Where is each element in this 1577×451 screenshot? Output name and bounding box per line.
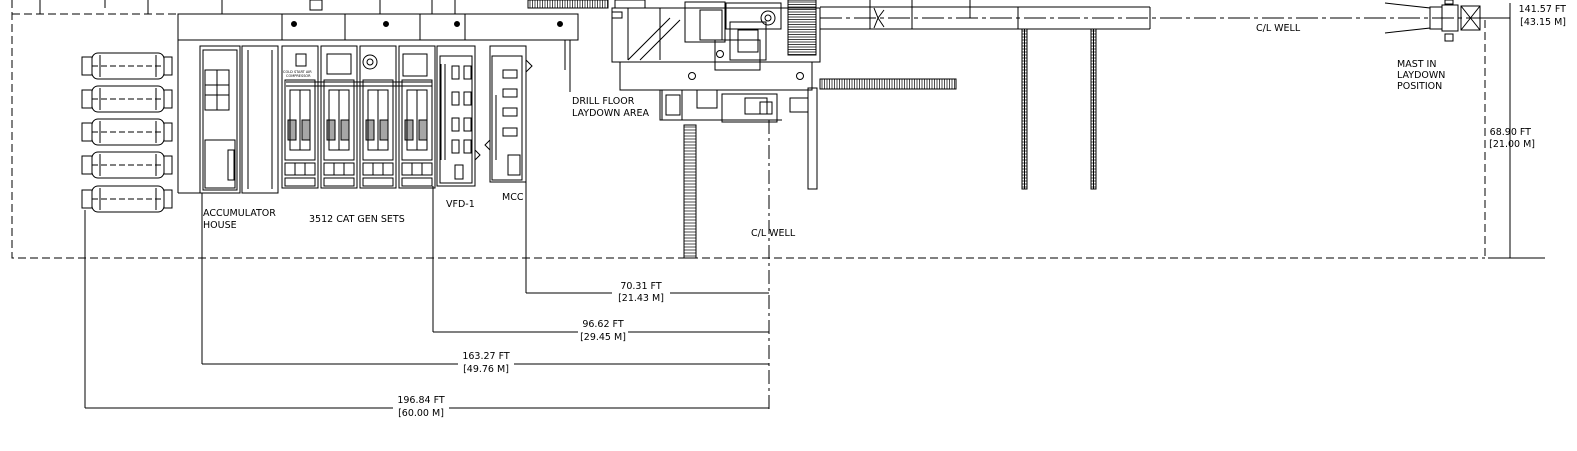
dim-tanks-ft: 196.84 FT xyxy=(397,395,445,406)
dim-mcc-m: [21.43 M] xyxy=(618,293,664,304)
storage-tanks xyxy=(81,52,173,213)
dim-accumulator-m: [49.76 M] xyxy=(463,364,509,375)
gen-set xyxy=(281,45,319,189)
mcc-label: MCC xyxy=(502,192,524,203)
drill-floor-label-line2: LAYDOWN AREA xyxy=(572,108,649,119)
accumulator-house-building xyxy=(199,45,241,194)
site-boundary xyxy=(11,0,1486,259)
vfd-label: VFD-1 xyxy=(446,199,475,210)
mcc-house-building xyxy=(484,45,533,183)
storage-tank xyxy=(81,52,173,80)
dim-tanks-m: [60.00 M] xyxy=(398,408,444,419)
storage-tank xyxy=(81,185,173,213)
dim-accumulator-ft: 163.27 FT xyxy=(462,351,510,362)
dim-width-ft: 68.90 FT xyxy=(1490,127,1532,138)
mast-label-line3: POSITION xyxy=(1397,81,1442,92)
empty-bay xyxy=(241,45,279,194)
rig-floor xyxy=(611,0,821,123)
cl-well-lower-label: C/L WELL xyxy=(751,228,796,239)
cold-start-label-line2: COMPRESSOR xyxy=(286,74,311,78)
mast-label-line2: LAYDOWN xyxy=(1397,70,1445,81)
mast-label-line1: MAST IN xyxy=(1397,59,1436,70)
dim-overall-m: [43.15 M] xyxy=(1520,17,1566,28)
substructure-legs xyxy=(807,28,1097,190)
dim-vfd-m: [29.45 M] xyxy=(580,332,626,343)
dim-overall-ft: 141.57 FT xyxy=(1519,4,1567,15)
power-skid-frame xyxy=(177,0,579,194)
drill-floor-label-line1: DRILL FLOOR xyxy=(572,96,635,107)
gen-sets-label: 3512 CAT GEN SETS xyxy=(309,214,405,225)
cold-start-label-line1: COLD START AIR xyxy=(283,70,312,74)
cl-well-upper-label: C/L WELL xyxy=(1256,23,1301,34)
gen-set-group xyxy=(281,45,436,189)
gen-set xyxy=(320,45,358,189)
pipe-rack-top xyxy=(527,0,957,259)
dim-mcc-ft: 70.31 FT xyxy=(620,281,662,292)
dimension-texts: 70.31 FT [21.43 M] 96.62 FT [29.45 M] 16… xyxy=(397,4,1566,419)
substructure-beams xyxy=(820,0,1151,30)
storage-tank xyxy=(81,118,173,146)
storage-tank xyxy=(81,85,173,113)
dim-vfd-ft: 96.62 FT xyxy=(582,319,624,330)
accumulator-label-line1: ACCUMULATOR xyxy=(203,208,276,219)
labels: ACCUMULATOR HOUSE 3512 CAT GEN SETS VFD-… xyxy=(203,23,1445,239)
vfd-house-building xyxy=(436,45,481,187)
accumulator-label-line2: HOUSE xyxy=(203,220,237,231)
mast-crown xyxy=(1384,0,1545,259)
gen-set xyxy=(359,45,397,189)
dimension-lines xyxy=(84,17,1510,409)
storage-tank xyxy=(81,151,173,179)
gen-set xyxy=(398,45,436,189)
dim-width-m: [21.00 M] xyxy=(1489,139,1535,150)
